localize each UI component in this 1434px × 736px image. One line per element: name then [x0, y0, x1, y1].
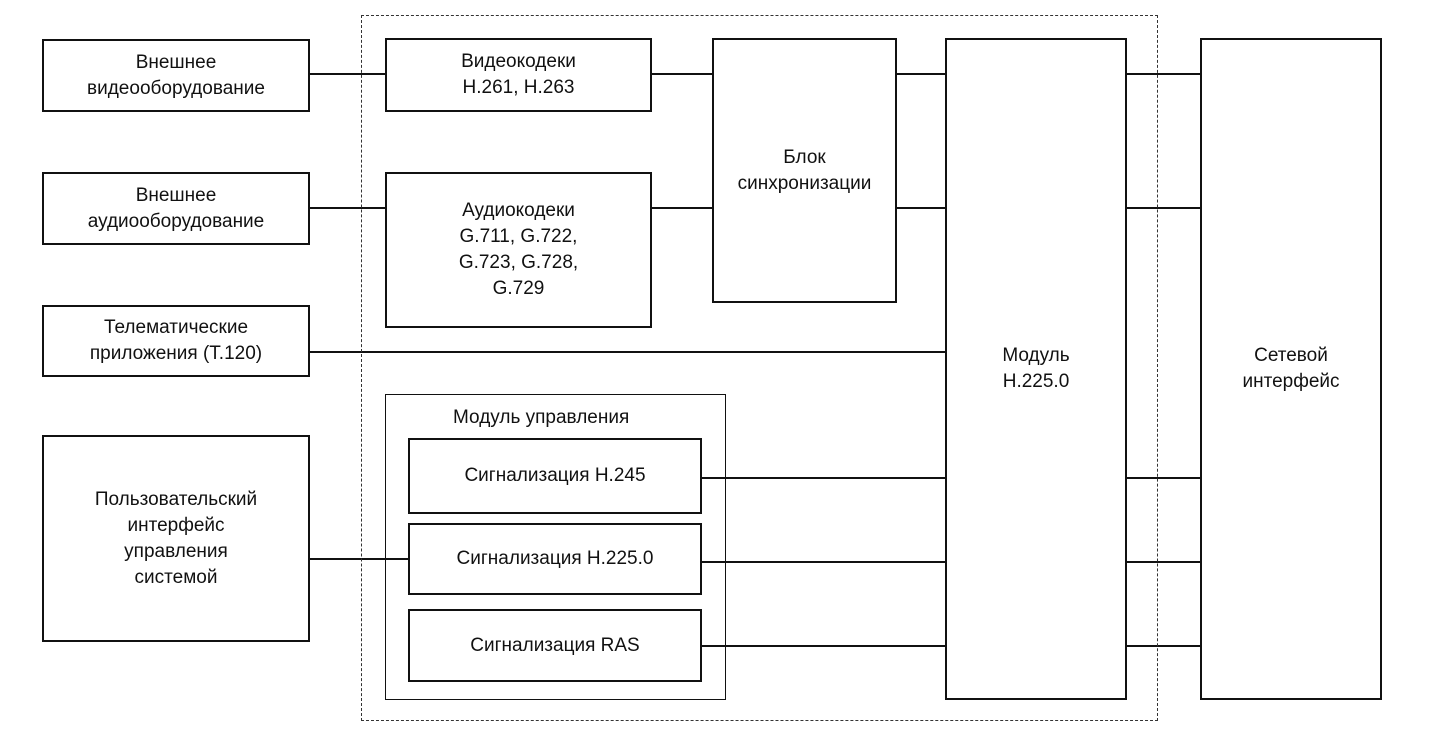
terminal-boundary [361, 15, 1158, 721]
block-external-video: Внешнее видеооборудование [42, 39, 310, 112]
block-user-interface: Пользовательский интерфейс управления си… [42, 435, 310, 642]
block-module-h2250: Модуль H.225.0 [945, 38, 1127, 700]
block-sync: Блок синхронизации [712, 38, 897, 303]
block-network-interface: Сетевой интерфейс [1200, 38, 1382, 700]
block-signalling-h245: Сигнализация H.245 [408, 438, 702, 514]
block-audio-codecs: Аудиокодеки G.711, G.722, G.723, G.728, … [385, 172, 652, 328]
group-control-module [385, 394, 726, 700]
block-signalling-ras: Сигнализация RAS [408, 609, 702, 682]
block-telematics: Телематические приложения (T.120) [42, 305, 310, 377]
group-control-module-label: Модуль управления [453, 407, 630, 428]
block-signalling-h2250: Сигнализация H.225.0 [408, 523, 702, 595]
block-external-audio: Внешнее аудиооборудование [42, 172, 310, 245]
block-video-codecs: Видеокодеки H.261, H.263 [385, 38, 652, 112]
